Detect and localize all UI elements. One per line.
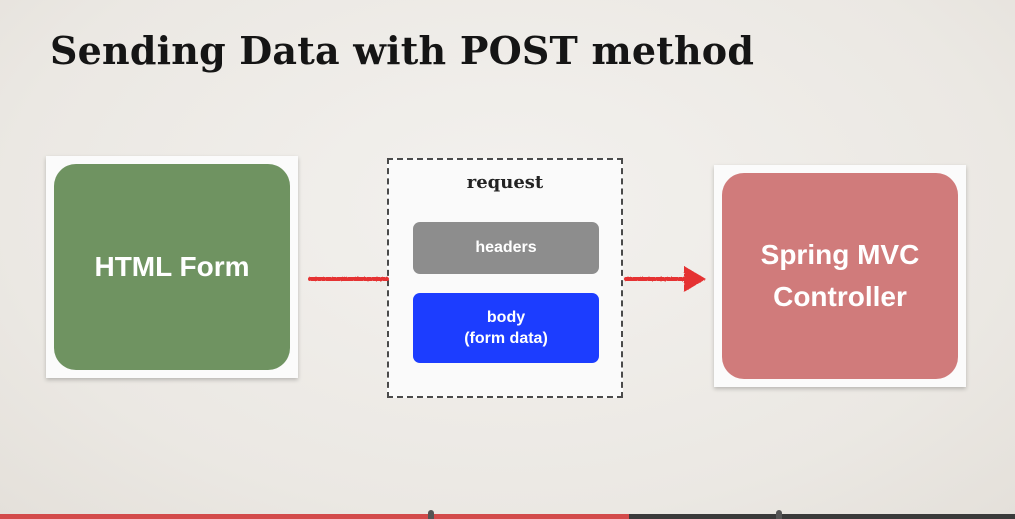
body-sublabel: (form data) [464, 330, 548, 347]
headers-label: headers [475, 239, 537, 256]
video-progress-bar[interactable] [0, 514, 1015, 519]
slide-title: Sending Data with POST method [50, 28, 755, 73]
video-progress-fill [0, 514, 630, 519]
chapter-marker[interactable] [428, 510, 434, 519]
body-label: body [486, 309, 526, 326]
html-form-card: HTML Form [46, 156, 298, 378]
html-form-label: HTML Form [94, 251, 250, 282]
controller-label-line2: Controller [773, 281, 907, 312]
request-title: request [466, 172, 544, 193]
arrowhead-icon [684, 266, 706, 292]
chapter-marker[interactable] [776, 510, 782, 519]
headers-box: headers [413, 222, 599, 274]
request-panel: request headers body (form data) [387, 158, 623, 398]
body-box: body (form data) [413, 293, 599, 363]
controller-label-line1: Spring MVC [760, 239, 920, 270]
html-form-box: HTML Form [54, 164, 290, 370]
controller-card: Spring MVC Controller [714, 165, 966, 387]
controller-box: Spring MVC Controller [722, 173, 958, 379]
